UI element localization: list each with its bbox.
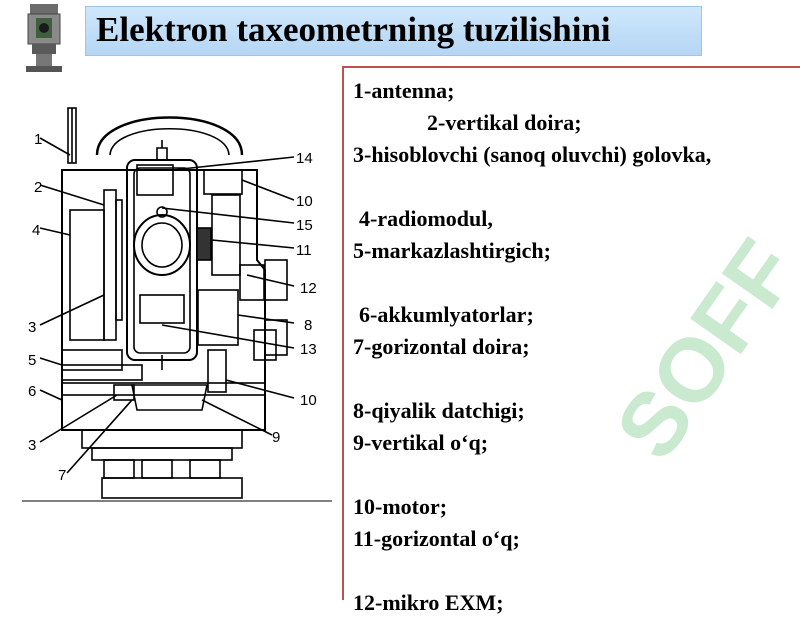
diagram-label-10b: 10 xyxy=(300,392,317,409)
legend-item-5: 5-markazlashtirgich; xyxy=(353,238,551,263)
legend-item-6: 6-akkumlyatorlar; xyxy=(359,302,534,327)
diagram-label-1: 1 xyxy=(34,131,42,148)
legend-spacer xyxy=(353,267,711,299)
diagram-label-4: 4 xyxy=(32,222,40,239)
legend-item-12: 12-mikro EXM; xyxy=(353,590,504,615)
diagram-label-7: 7 xyxy=(58,467,66,484)
legend-item-9: 9-vertikal o‘q; xyxy=(353,430,489,455)
legend-item-8: 8-qiyalik datchigi; xyxy=(353,398,525,423)
legend-list: 1-antenna; 2-vertikal doira; 3-hisoblovc… xyxy=(353,75,711,619)
diagram-label-9: 9 xyxy=(272,429,280,446)
diagram-label-13: 13 xyxy=(300,341,317,358)
diagram-label-6: 6 xyxy=(28,383,36,400)
legend-spacer xyxy=(353,459,711,491)
title-banner: Elektron taxeometrning tuzilishini xyxy=(85,6,702,56)
page-title: Elektron taxeometrning tuzilishini xyxy=(96,10,611,49)
diagram-label-3a: 3 xyxy=(28,319,36,336)
legend-item-1: 1-antenna; xyxy=(353,78,455,103)
legend-item-11: 11-gorizontal o‘q; xyxy=(353,526,520,551)
legend-item-10: 10-motor; xyxy=(353,494,448,519)
legend-spacer xyxy=(353,363,711,395)
diagram-label-14: 14 xyxy=(296,150,313,167)
legend-spacer xyxy=(353,555,711,587)
legend-item-3: 3-hisoblovchi (sanoq oluvchi) golovka, xyxy=(353,142,712,167)
diagram-label-8: 8 xyxy=(304,317,312,334)
diagram-label-3b: 3 xyxy=(28,437,36,454)
diagram-label-12: 12 xyxy=(300,280,317,297)
diagram-label-15: 15 xyxy=(296,217,313,234)
diagram-label-10a: 10 xyxy=(296,193,313,210)
legend-spacer xyxy=(353,171,711,203)
legend-panel: SOFF 1-antenna; 2-vertikal doira; 3-hiso… xyxy=(342,66,800,615)
total-station-thumbnail-icon xyxy=(26,4,62,72)
legend-item-7: 7-gorizontal doira; xyxy=(353,334,530,359)
total-station-diagram: 1 2 4 3 5 6 3 7 14 10 15 11 12 8 13 10 9 xyxy=(22,107,332,502)
diagram-label-2: 2 xyxy=(34,179,42,196)
diagram-label-11: 11 xyxy=(296,242,312,259)
diagram-label-5: 5 xyxy=(28,352,36,369)
legend-item-2: 2-vertikal doira; xyxy=(427,110,582,135)
legend-item-4: 4-radiomodul, xyxy=(359,206,493,231)
